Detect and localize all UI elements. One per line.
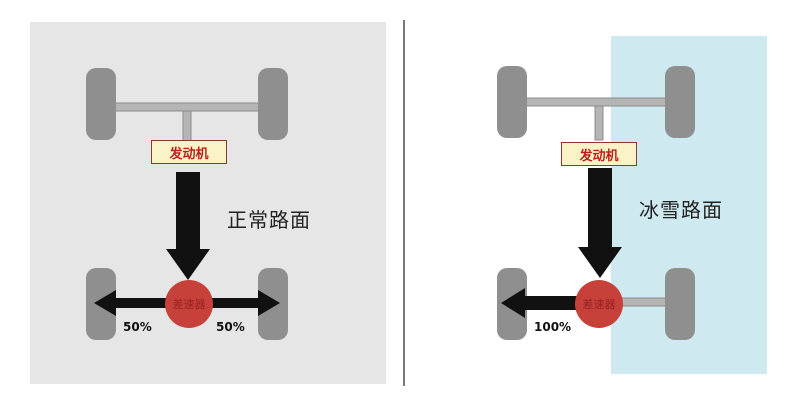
front-axle <box>520 97 672 107</box>
left-wheel-power: 50% <box>123 320 152 334</box>
front-right-tire <box>258 68 288 140</box>
rear-right-tire <box>665 268 695 340</box>
differential <box>575 280 623 328</box>
engine-box: 发动机 <box>561 142 637 166</box>
left-wheel-power: 100% <box>534 320 572 334</box>
power-arrow-right <box>190 290 280 316</box>
panel-divider <box>403 20 405 386</box>
right-wheel-power: 50% <box>216 320 245 334</box>
road-condition-label: 冰雪路面 <box>639 198 723 222</box>
drivetrain-diagram <box>497 66 695 340</box>
front-left-tire <box>497 66 527 138</box>
drivetrain-diagram <box>86 68 288 340</box>
front-right-tire <box>665 66 695 138</box>
differential-label: 差速器 <box>172 298 206 311</box>
differential <box>165 280 213 328</box>
icy-road-panel: 发动机 差速器 冰雪路面 100% <box>411 22 767 384</box>
engine-box: 发动机 <box>151 140 227 164</box>
front-driveshaft <box>182 110 192 142</box>
road-condition-label: 正常路面 <box>227 208 311 232</box>
power-arrow-left <box>94 290 190 316</box>
differential-label: 差速器 <box>582 298 616 311</box>
power-arrow-left <box>501 288 600 318</box>
front-left-tire <box>86 68 116 140</box>
engine-label: 发动机 <box>169 146 209 162</box>
front-axle <box>107 102 269 112</box>
power-arrow-down <box>166 172 210 280</box>
front-driveshaft <box>594 105 604 141</box>
power-arrow-down <box>578 168 622 278</box>
engine-label: 发动机 <box>579 148 619 164</box>
normal-road-panel: 发动机 差速器 正常路面 50% 50% <box>30 22 386 384</box>
